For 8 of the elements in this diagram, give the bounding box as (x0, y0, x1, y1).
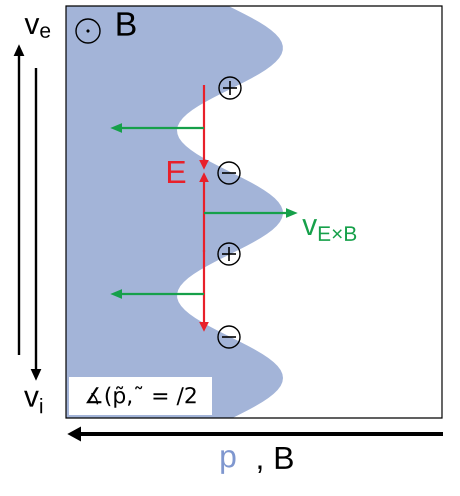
field-label: , B (258, 447, 293, 473)
velocity-label: v$_{E×B}$ (302, 219, 356, 241)
velocity-label: v$_{e}$ (24, 18, 50, 38)
field-label: E (168, 161, 186, 183)
phase-label: ∡(p̃,˜ = /2 (69, 377, 212, 415)
field-label: B (117, 12, 136, 36)
gradient-label: p (221, 450, 236, 474)
velocity-label: v$_{i}$ (24, 390, 42, 414)
